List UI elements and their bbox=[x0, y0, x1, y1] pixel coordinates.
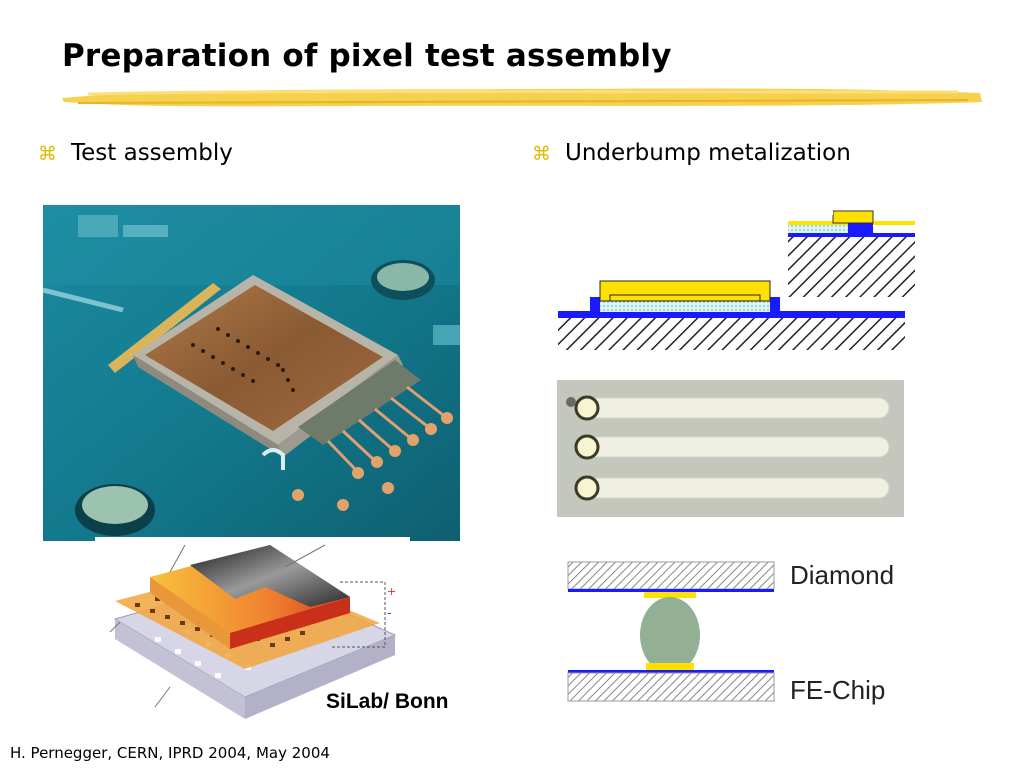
slide-footer: H. Pernegger, CERN, IPRD 2004, May 2004 bbox=[10, 744, 330, 762]
minus-sign: - bbox=[387, 606, 392, 621]
ubm-cross-section bbox=[558, 210, 915, 350]
bullet-label: Test assembly bbox=[71, 140, 233, 166]
fe-chip-label: FE-Chip bbox=[790, 675, 886, 705]
z-bullet-icon: ⌘ bbox=[38, 143, 57, 165]
bullet-test-assembly: ⌘ Test assembly bbox=[38, 140, 233, 166]
diamond-label: Diamond bbox=[790, 560, 895, 590]
ubm-micrograph bbox=[557, 380, 904, 517]
slide-title: Preparation of pixel test assembly bbox=[62, 38, 672, 74]
test-assembly-photo bbox=[43, 205, 460, 541]
bullet-underbump: ⌘ Underbump metalization bbox=[532, 140, 851, 166]
pixel-sensor-diagram: + - bbox=[95, 537, 410, 727]
bump-cross-section bbox=[567, 561, 775, 702]
bullet-label: Underbump metalization bbox=[565, 140, 851, 166]
credit-label: SiLab/ Bonn bbox=[326, 690, 449, 713]
z-bullet-icon: ⌘ bbox=[532, 143, 551, 165]
plus-sign: + bbox=[387, 585, 396, 598]
title-underline bbox=[62, 88, 982, 107]
